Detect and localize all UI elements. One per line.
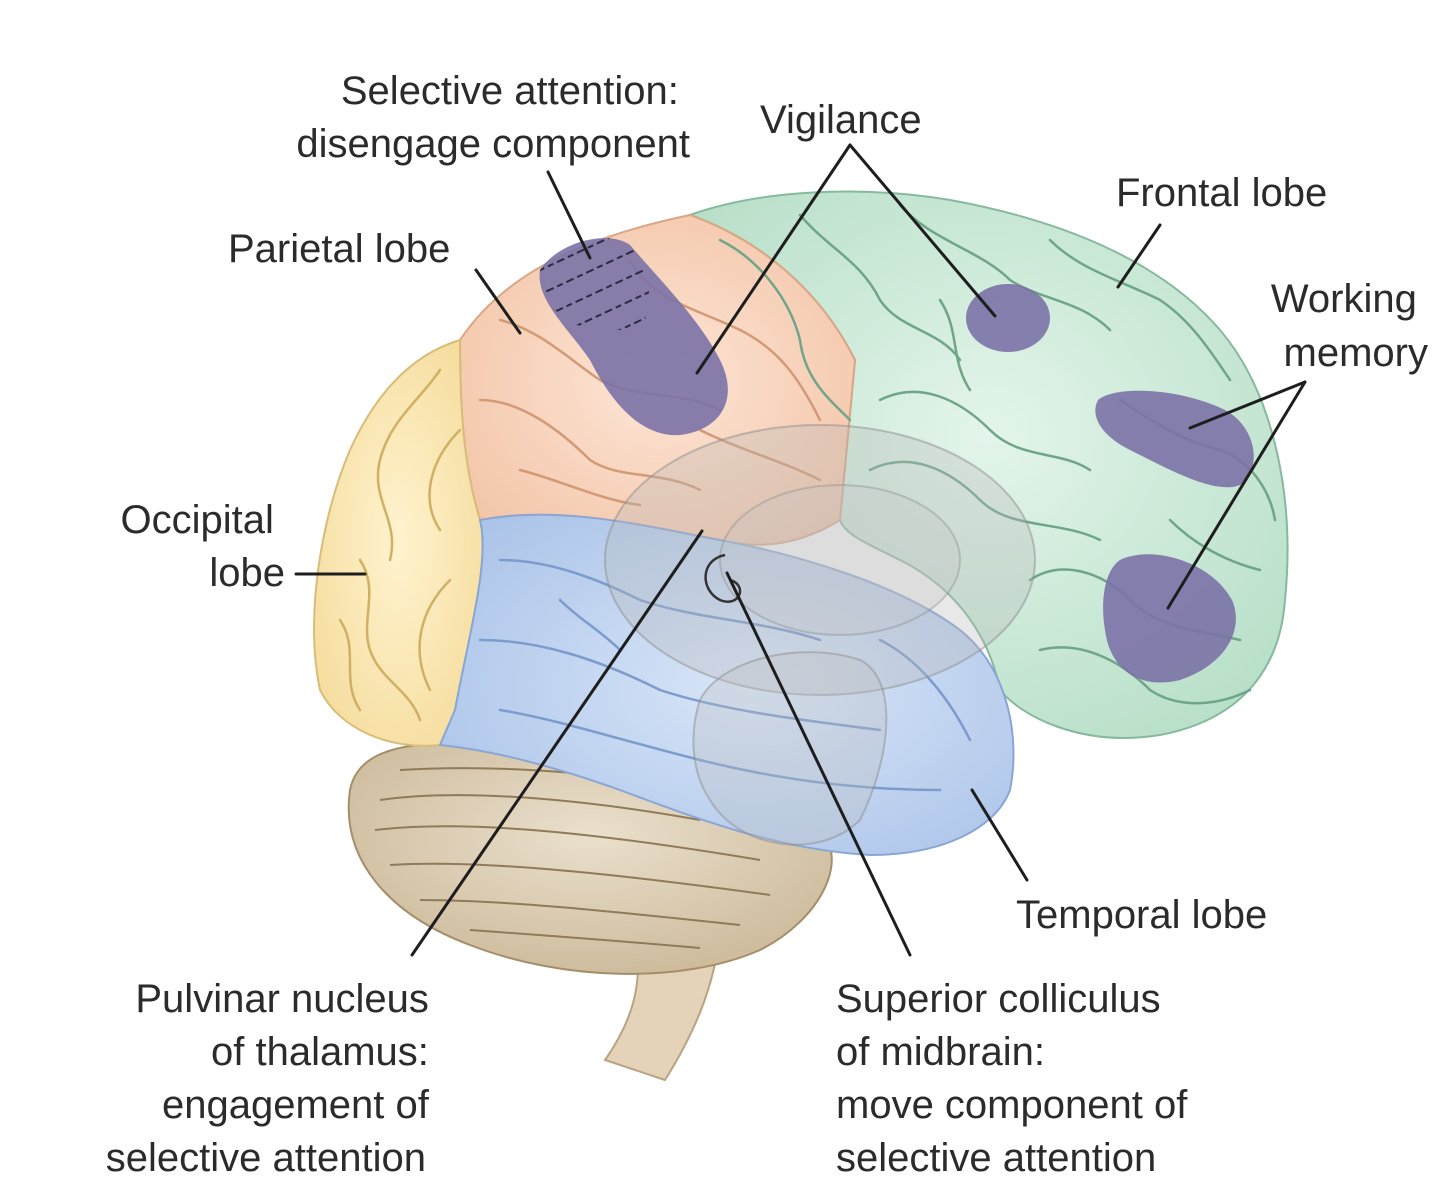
vigilance-label: Vigilance — [760, 98, 922, 142]
deep-structure-outer — [604, 424, 1036, 696]
leader-working-memory-lower — [1166, 380, 1307, 610]
selective-attention-line-1: Selective attention: — [341, 69, 679, 113]
occipital-lobe-line-1: Occipital — [120, 498, 273, 542]
parietal-lobe-label: Parietal lobe — [228, 227, 450, 271]
leader-superior-colliculus — [725, 571, 912, 957]
superior-colliculus-line-3: move component of — [836, 1083, 1188, 1127]
working-memory-line-1: Working — [1271, 277, 1417, 321]
deep-structure-inner — [719, 484, 961, 636]
pulvinar-line-2: of thalamus: — [211, 1030, 429, 1074]
pulvinar-line-3: engagement of — [162, 1083, 430, 1127]
temporal-lobe-label: Temporal lobe — [1016, 893, 1267, 937]
vigilance-frontal-area — [966, 284, 1050, 352]
leader-pulvinar — [410, 529, 704, 957]
leader-lines — [294, 143, 1307, 957]
temporal-lobe — [438, 513, 1015, 857]
superior-colliculus-label: Superior colliculus of midbrain: move co… — [836, 977, 1198, 1180]
selective-attention-label: Selective attention: disengage component — [296, 69, 690, 166]
occipital-lobe-label: Occipital lobe — [120, 498, 285, 595]
leader-frontal-lobe — [1116, 223, 1162, 289]
occipital-sulci — [338, 368, 462, 722]
superior-colliculus-line-1: Superior colliculus — [836, 977, 1161, 1021]
pulvinar-line-1: Pulvinar nucleus — [135, 977, 429, 1021]
leader-vigilance-parietal — [695, 143, 852, 375]
leader-disengage — [546, 170, 592, 260]
midbrain-marker — [704, 553, 742, 603]
pulvinar-label: Pulvinar nucleus of thalamus: engagement… — [106, 977, 440, 1180]
working-memory-lower-area — [1103, 554, 1236, 683]
disengage-hatch — [539, 238, 650, 331]
working-memory-label: Working memory — [1271, 277, 1428, 375]
selective-attention-line-2: disengage component — [296, 122, 690, 166]
superior-colliculus-line-2: of midbrain: — [836, 1030, 1045, 1074]
superior-colliculus-line-4: selective attention — [836, 1136, 1156, 1180]
occipital-lobe — [313, 338, 484, 747]
frontal-lobe-label: Frontal lobe — [1116, 171, 1327, 215]
working-memory-line-2: memory — [1284, 331, 1428, 375]
temporal-sulci — [478, 558, 972, 792]
pulvinar-line-4: selective attention — [106, 1136, 426, 1180]
deep-structure-lower — [692, 651, 888, 846]
leader-temporal-lobe — [970, 788, 1029, 882]
occipital-lobe-line-2: lobe — [209, 551, 285, 595]
leader-vigilance-frontal — [848, 143, 997, 318]
working-memory-upper-area — [1095, 390, 1254, 488]
frontal-sulci — [718, 203, 1277, 705]
leader-parietal-lobe — [474, 268, 522, 335]
leader-working-memory-upper — [1188, 380, 1307, 430]
